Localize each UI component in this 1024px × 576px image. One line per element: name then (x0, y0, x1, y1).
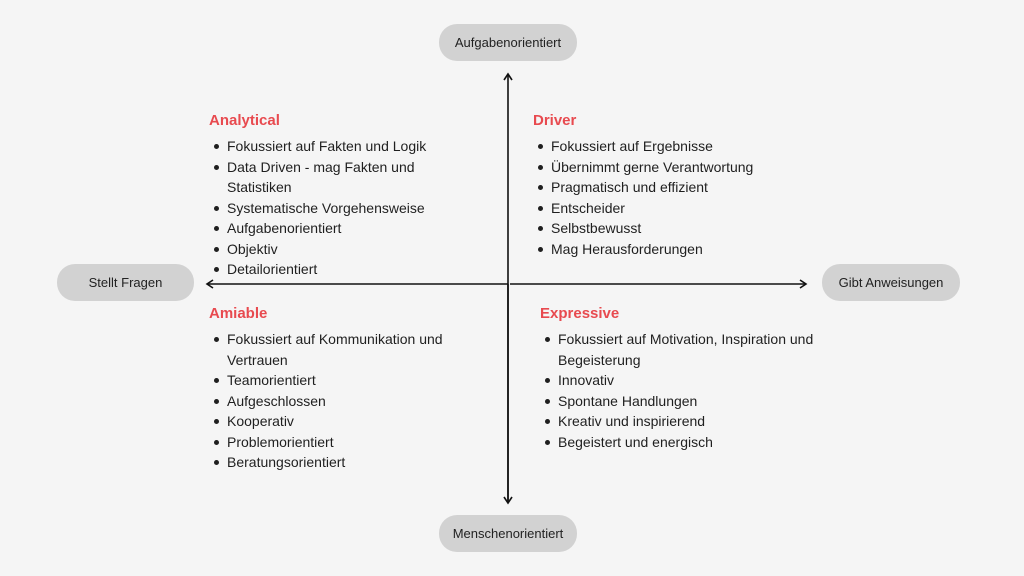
axis-label-left: Stellt Fragen (57, 264, 194, 301)
list-item: Fokussiert auf Ergebnisse (533, 136, 803, 157)
list-item: Systematische Vorgehensweise (209, 198, 479, 219)
list-item: Fokussiert auf Fakten und Logik (209, 136, 479, 157)
list-item: Teamorientiert (209, 370, 479, 391)
list-item: Detailorientiert (209, 259, 479, 280)
axis-label-bottom: Menschenorientiert (439, 515, 577, 552)
list-item: Fokussiert auf Motivation, Inspiration u… (540, 329, 820, 370)
quadrant-expressive: Expressive Fokussiert auf Motivation, In… (540, 305, 820, 452)
list-item: Objektiv (209, 239, 479, 260)
list-item: Data Driven - mag Fakten und Statistiken (209, 157, 479, 198)
quadrant-title: Amiable (209, 305, 268, 322)
list-item: Kooperativ (209, 411, 479, 432)
list-item: Fokussiert auf Kommunikation und Vertrau… (209, 329, 479, 370)
list-item: Begeistert und energisch (540, 432, 820, 453)
list-item: Beratungsorientiert (209, 452, 479, 473)
axis-label-top: Aufgabenorientiert (439, 24, 577, 61)
quadrant-list: Fokussiert auf Ergebnisse Übernimmt gern… (533, 136, 803, 259)
list-item: Kreativ und inspirierend (540, 411, 820, 432)
list-item: Innovativ (540, 370, 820, 391)
list-item: Problemorientiert (209, 432, 479, 453)
quadrant-title: Driver (533, 112, 577, 129)
list-item: Spontane Handlungen (540, 391, 820, 412)
list-item: Pragmatisch und effizient (533, 177, 803, 198)
quadrant-list: Fokussiert auf Fakten und Logik Data Dri… (209, 136, 479, 280)
quadrant-list: Fokussiert auf Motivation, Inspiration u… (540, 329, 820, 452)
quadrant-title: Expressive (540, 305, 620, 322)
list-item: Mag Herausforderungen (533, 239, 803, 260)
list-item: Selbstbewusst (533, 218, 803, 239)
list-item: Übernimmt gerne Verantwortung (533, 157, 803, 178)
quadrant-list: Fokussiert auf Kommunikation und Vertrau… (209, 329, 479, 473)
list-item: Aufgeschlossen (209, 391, 479, 412)
list-item: Entscheider (533, 198, 803, 219)
quadrant-analytical: Analytical Fokussiert auf Fakten und Log… (209, 112, 479, 280)
quadrant-driver: Driver Fokussiert auf Ergebnisse Übernim… (533, 112, 803, 259)
list-item: Aufgabenorientiert (209, 218, 479, 239)
axis-label-right: Gibt Anweisungen (822, 264, 960, 301)
quadrant-title: Analytical (209, 112, 280, 129)
quadrant-amiable: Amiable Fokussiert auf Kommunikation und… (209, 305, 479, 473)
